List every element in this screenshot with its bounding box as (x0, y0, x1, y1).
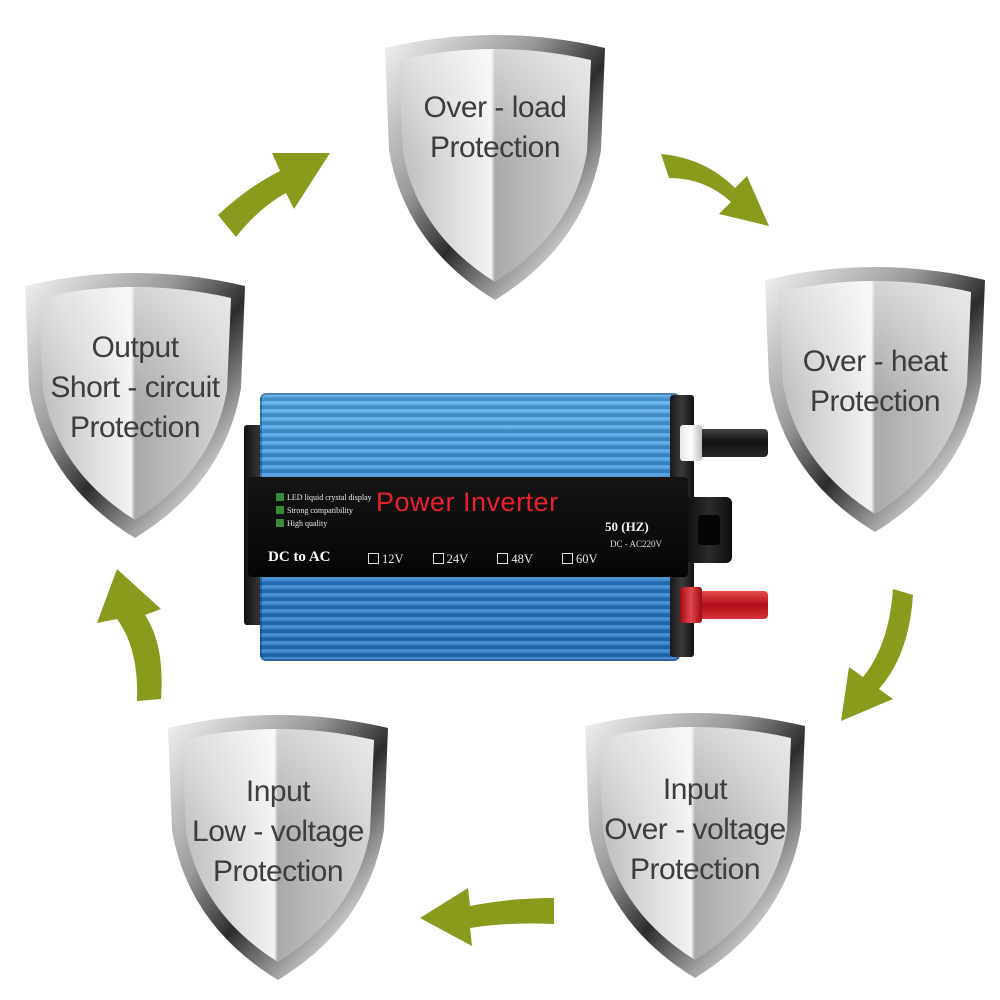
feature-item: Strong compatibility (276, 504, 372, 517)
checkbox-icon (368, 553, 379, 564)
shield-input-lowvoltage: Input Low - voltage Protection (158, 710, 398, 985)
shield-overheat-shape (765, 267, 985, 532)
arrow-right-down-icon (835, 585, 915, 725)
feature-item: High quality (276, 517, 372, 530)
arrow-bottom-left-icon (418, 880, 558, 955)
feature-list: LED liquid crystal display Strong compat… (276, 491, 372, 530)
mode-label: DC to AC (268, 549, 331, 565)
shield-output-shortcircuit-shape (25, 273, 245, 538)
shield-line: Protection (629, 853, 761, 886)
arrow-left-up-icon (95, 565, 175, 705)
voltage-option: 12V (368, 552, 417, 567)
frequency-label: 50 (HZ) (605, 519, 649, 534)
shield-overheat: Over - heat Protection (755, 262, 995, 537)
shield-input-overvoltage: Input Over - voltage Protection (575, 708, 815, 983)
checkbox-icon (497, 553, 509, 564)
shield-input-overvoltage-shape (585, 713, 805, 978)
shield-input-lowvoltage-shape (168, 715, 388, 980)
voltage-option: 60V (561, 552, 611, 567)
shield-line: Protection (212, 855, 344, 888)
power-inverter-product: LED liquid crystal display Strong compat… (238, 385, 778, 675)
shield-line: Protection (69, 411, 201, 444)
check-icon (276, 493, 284, 501)
shield-line: Over - voltage (604, 813, 786, 846)
shield-line: Low - voltage (192, 815, 364, 848)
product-title: Power Inverter (376, 487, 559, 517)
voltage-options: 12V 24V 48V 60V (368, 552, 624, 567)
shield-line: Over - load (423, 91, 567, 124)
shield-line: Over - heat (802, 345, 948, 378)
shield-line: Short - circuit (50, 371, 220, 404)
ac-socket-icon (686, 497, 732, 563)
shield-line: Protection (429, 131, 561, 164)
checkbox-icon (432, 553, 444, 564)
feature-item: LED liquid crystal display (276, 491, 372, 504)
inverter-label-panel: LED liquid crystal display Strong compat… (248, 477, 688, 577)
check-icon (276, 519, 284, 527)
shield-line: Protection (809, 385, 941, 418)
voltage-option: 24V (432, 552, 482, 567)
shield-output-shortcircuit: Output Short - circuit Protection (15, 268, 255, 543)
positive-terminal-icon (680, 587, 768, 623)
voltage-option: 48V (497, 552, 546, 567)
range-label: DC - AC220V (610, 539, 663, 549)
shield-line: Input (662, 773, 728, 806)
arrow-top-left-icon (210, 145, 335, 240)
shield-line: Input (245, 775, 311, 808)
shield-overload: Over - load Protection (375, 30, 615, 305)
check-icon (276, 506, 284, 514)
arrow-top-right-icon (655, 140, 780, 230)
shield-line: Output (91, 331, 179, 364)
shield-overload-shape (385, 35, 605, 300)
checkbox-icon (561, 553, 573, 564)
negative-terminal-icon (680, 425, 768, 461)
